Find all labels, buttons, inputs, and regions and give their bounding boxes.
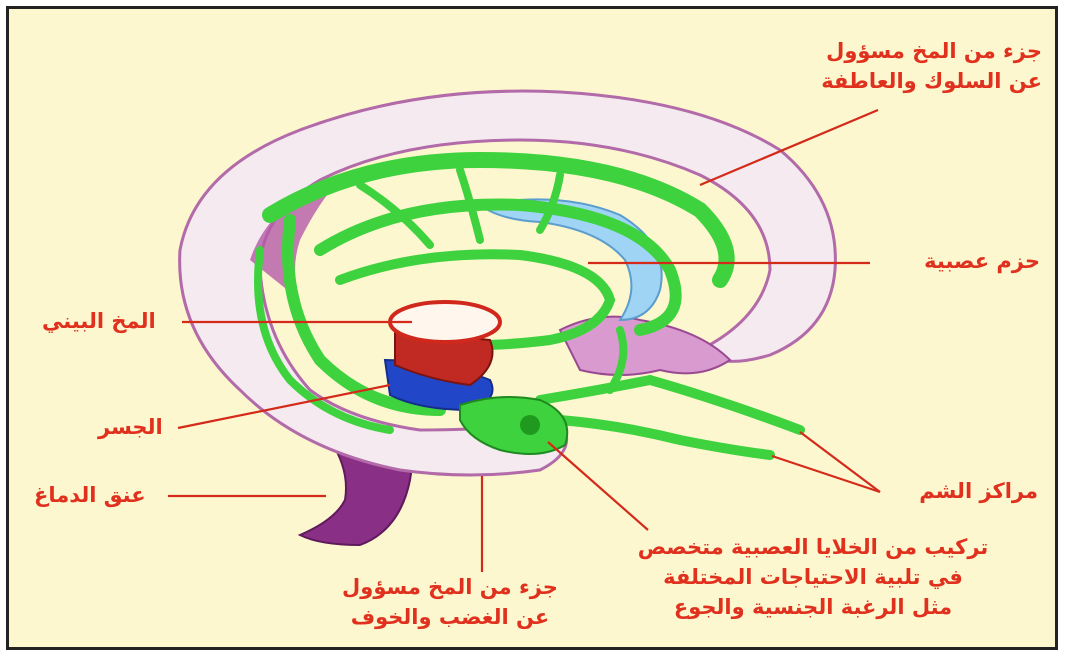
label-line: تركيب من الخلايا العصبية متخصص	[598, 532, 1028, 562]
label-behavior-region: جزء من المخ مسؤول عن السلوك والعاطفة	[821, 36, 1042, 96]
hypothalamus-knot	[520, 415, 540, 435]
label-line: عن الغضب والخوف	[320, 602, 580, 632]
label-line: جزء من المخ مسؤول	[320, 572, 580, 602]
label-hypothalamus: تركيب من الخلايا العصبية متخصص في تلبية …	[598, 532, 1028, 622]
label-line: جزء من المخ مسؤول	[821, 36, 1042, 66]
label-brainstem: عنق الدماغ	[34, 480, 146, 510]
label-amygdala: جزء من المخ مسؤول عن الغضب والخوف	[320, 572, 580, 632]
label-olfactory-centers: مراكز الشم	[919, 476, 1038, 506]
label-line: في تلبية الاحتياجات المختلفة	[598, 562, 1028, 592]
label-nerve-bundles: حزم عصبية	[924, 246, 1040, 276]
label-diencephalon: المخ البيني	[42, 306, 156, 336]
label-line: مثل الرغبة الجنسية والجوع	[598, 592, 1028, 622]
label-pons: الجسر	[98, 412, 163, 442]
label-line: عن السلوك والعاطفة	[821, 66, 1042, 96]
